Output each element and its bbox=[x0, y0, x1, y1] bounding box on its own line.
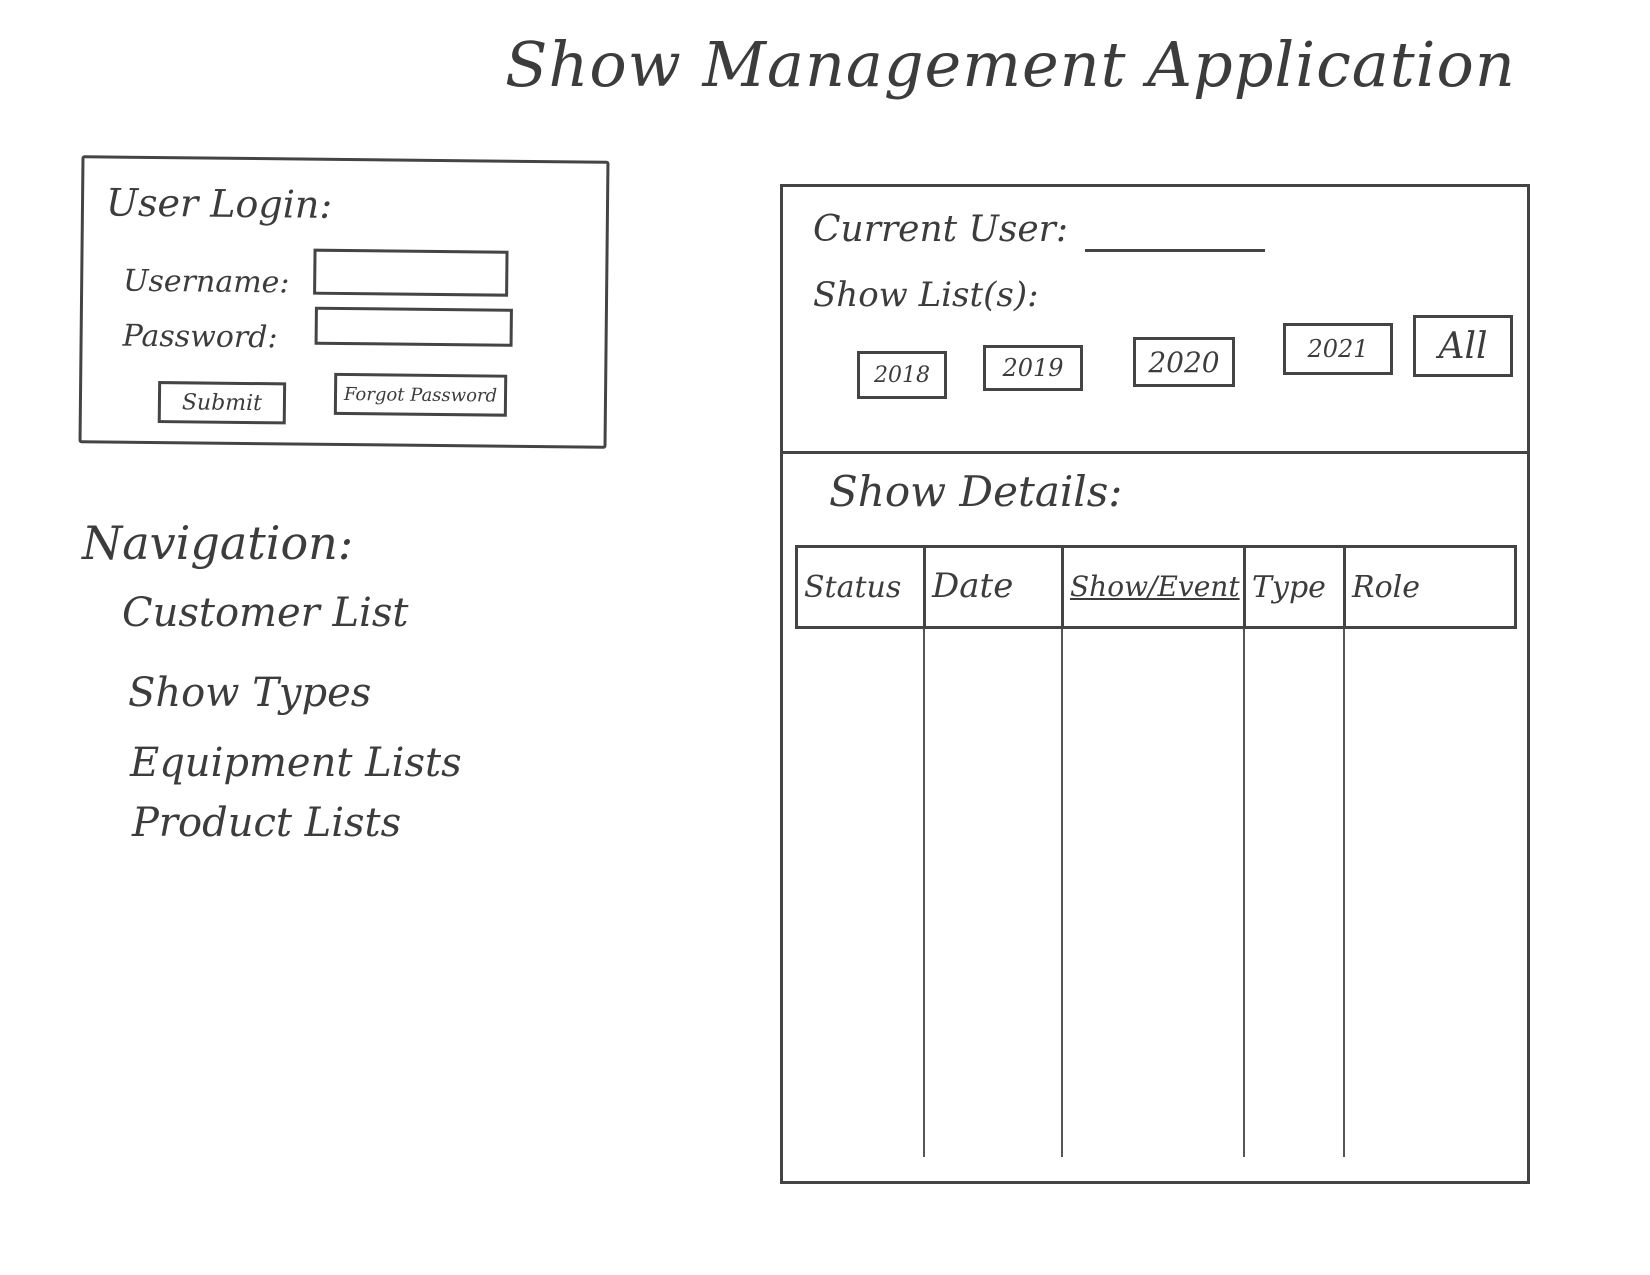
column-header-show-event[interactable]: Show/Event bbox=[1064, 548, 1246, 626]
show-details-label: Show Details: bbox=[829, 467, 1123, 516]
show-details-table: Status Date Show/Event Type Role bbox=[795, 545, 1517, 1157]
column-divider bbox=[1061, 629, 1063, 1157]
app-title: Show Management Application bbox=[505, 28, 1516, 101]
column-divider bbox=[1243, 629, 1245, 1157]
show-lists-label: Show List(s): bbox=[813, 275, 1039, 315]
username-field[interactable] bbox=[313, 248, 509, 297]
year-all-button[interactable]: All bbox=[1413, 315, 1513, 377]
nav-item-product-lists[interactable]: Product Lists bbox=[132, 800, 402, 846]
year-2021-button[interactable]: 2021 bbox=[1283, 323, 1393, 375]
nav-item-equipment-lists[interactable]: Equipment Lists bbox=[130, 740, 462, 786]
column-header-type[interactable]: Type bbox=[1246, 548, 1346, 626]
year-2018-button[interactable]: 2018 bbox=[857, 351, 947, 399]
table-header: Status Date Show/Event Type Role bbox=[795, 545, 1517, 629]
table-body bbox=[795, 629, 1517, 1157]
current-user-value bbox=[1085, 239, 1265, 252]
panel-divider bbox=[780, 451, 1530, 454]
username-label: Username: bbox=[123, 263, 290, 301]
nav-item-show-types[interactable]: Show Types bbox=[128, 670, 372, 716]
submit-button[interactable]: Submit bbox=[157, 381, 287, 425]
current-user-label: Current User: bbox=[813, 209, 1069, 250]
login-panel: User Login: Username: Password: Submit F… bbox=[78, 155, 610, 449]
column-divider bbox=[1343, 629, 1345, 1157]
column-header-date[interactable]: Date bbox=[926, 548, 1064, 626]
navigation-title: Navigation: bbox=[82, 516, 354, 570]
column-divider bbox=[923, 629, 925, 1157]
column-header-role[interactable]: Role bbox=[1352, 570, 1420, 605]
forgot-password-button[interactable]: Forgot Password bbox=[333, 372, 508, 417]
year-2019-button[interactable]: 2019 bbox=[983, 345, 1083, 391]
nav-item-customer-list[interactable]: Customer List bbox=[122, 590, 409, 636]
column-header-status[interactable]: Status bbox=[798, 548, 926, 626]
password-label: Password: bbox=[122, 318, 278, 356]
password-field[interactable] bbox=[314, 306, 513, 347]
login-title: User Login: bbox=[105, 180, 333, 227]
year-2020-button[interactable]: 2020 bbox=[1133, 337, 1235, 387]
main-panel: Current User: Show List(s): 2018 2019 20… bbox=[780, 184, 1530, 1184]
